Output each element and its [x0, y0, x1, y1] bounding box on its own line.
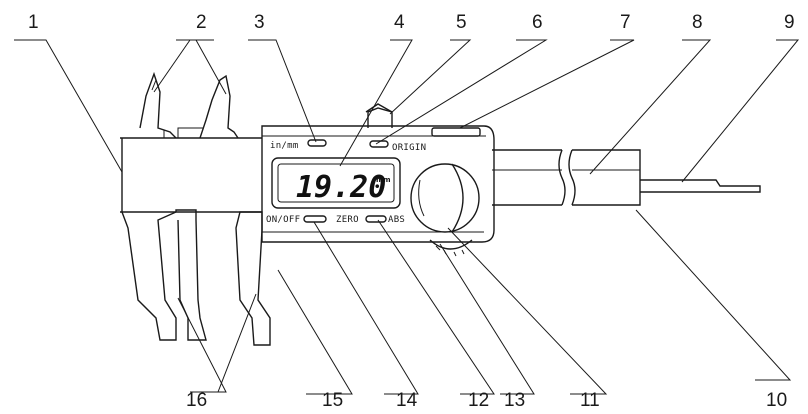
fixed-jaw	[121, 71, 177, 341]
callout-15: 15	[322, 390, 343, 411]
zero-label: ZERO	[336, 215, 359, 225]
callout-6: 6	[532, 12, 543, 33]
zero-button[interactable]	[365, 215, 387, 223]
callout-leaders	[14, 39, 800, 395]
top-button[interactable]	[431, 127, 481, 137]
callout-7: 7	[620, 12, 631, 33]
callout-numbers: 1 2 3 4 5 6 7 8 9 10 11 13 12 14 15 16	[28, 12, 795, 411]
callout-12: 12	[468, 390, 489, 411]
callout-4: 4	[394, 12, 405, 33]
callout-5: 5	[456, 12, 467, 33]
depth-bar	[640, 179, 761, 193]
callout-14: 14	[396, 390, 418, 411]
lcd-display: 19.20 mm	[271, 157, 401, 209]
fine-adjust-roller[interactable]	[410, 163, 480, 233]
callout-16: 16	[186, 390, 207, 411]
in-mm-button[interactable]	[307, 139, 327, 147]
callout-13: 13	[504, 390, 525, 411]
callout-11: 11	[580, 390, 600, 411]
lcd-unit: mm	[376, 176, 391, 184]
abs-label: ABS	[388, 215, 405, 225]
sliding-jaw	[175, 74, 271, 346]
origin-label: ORIGIN	[392, 143, 426, 153]
lock-screw	[365, 103, 393, 128]
callout-1: 1	[28, 12, 39, 33]
callout-10: 10	[766, 390, 787, 411]
on-off-button[interactable]	[303, 215, 327, 223]
on-off-label: ON/OFF	[266, 215, 300, 225]
callout-2: 2	[196, 12, 207, 33]
lcd-reading: 19.20	[296, 170, 386, 205]
callout-3: 3	[254, 12, 265, 33]
callout-8: 8	[692, 12, 703, 33]
callout-9: 9	[784, 12, 795, 33]
main-beam	[120, 137, 641, 213]
in-mm-label: in/mm	[270, 141, 299, 151]
slider-head	[261, 125, 495, 257]
origin-button[interactable]	[369, 140, 389, 148]
